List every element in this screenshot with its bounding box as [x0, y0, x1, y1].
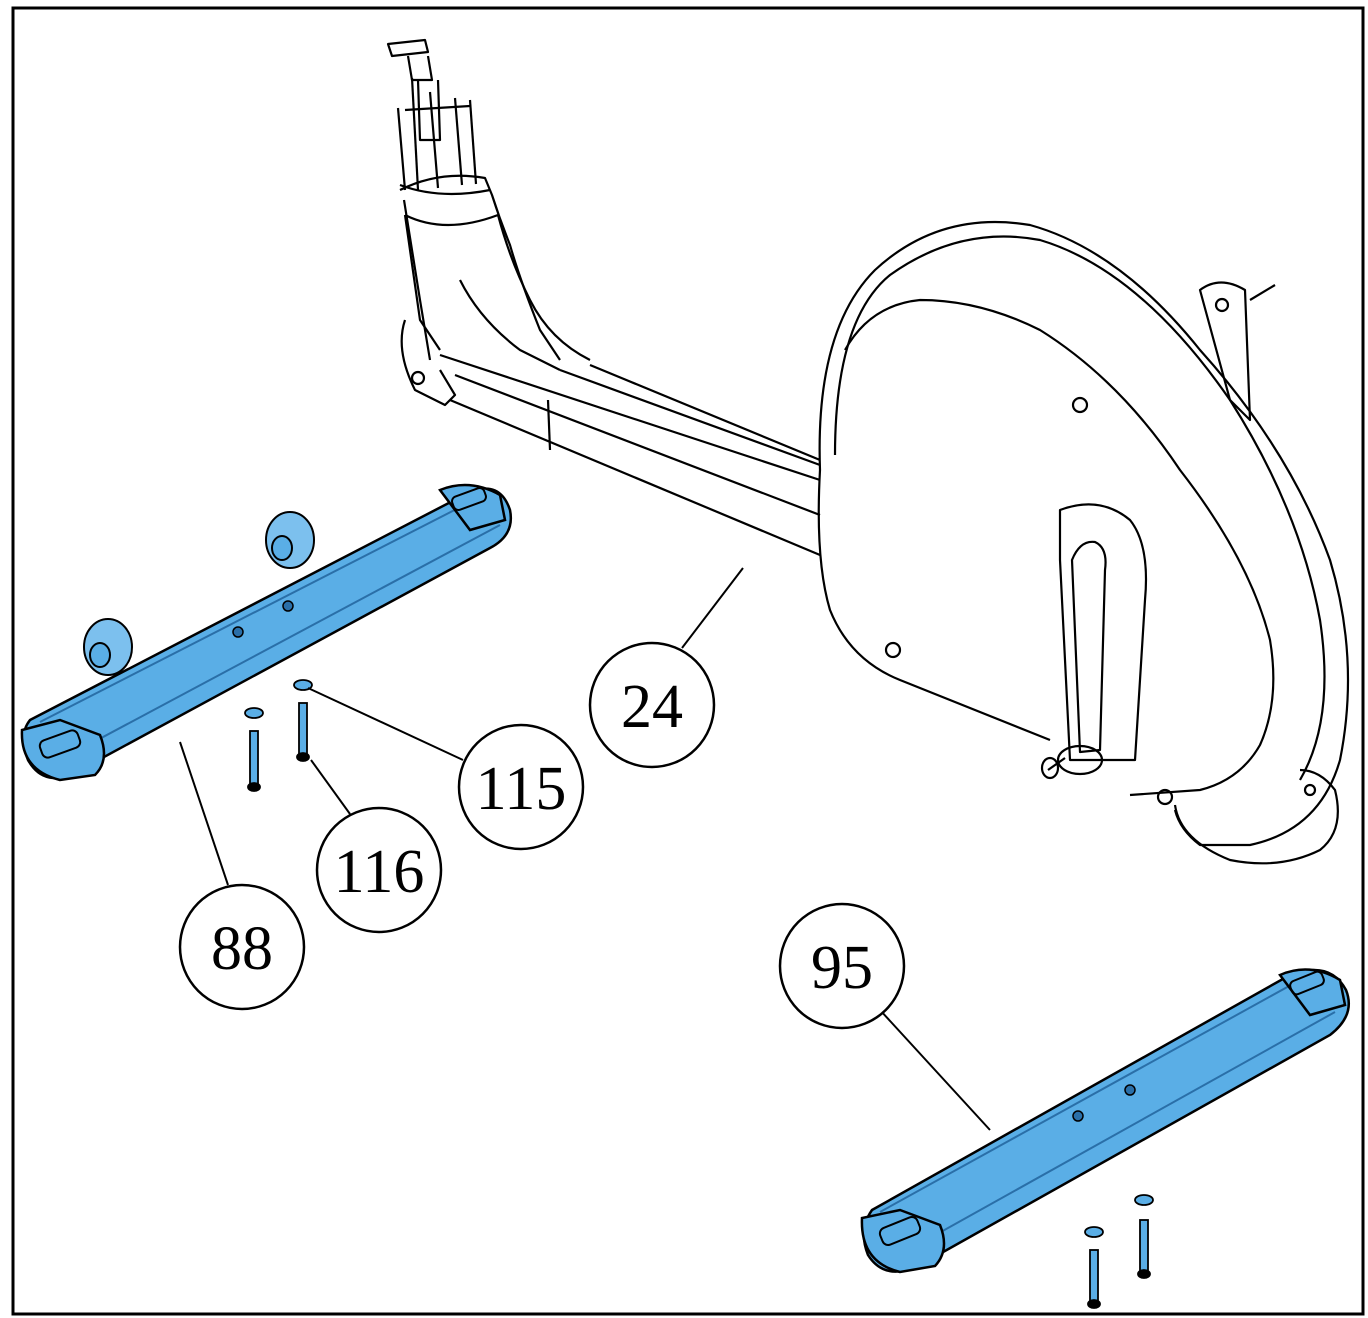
transport-wheel — [83, 511, 315, 676]
bolt-rear-2 — [1089, 1249, 1099, 1303]
rear-fasteners — [1084, 1194, 1154, 1309]
bolt-rear-1 — [1139, 1219, 1149, 1273]
diagram-border — [11, 6, 1365, 1316]
front-fasteners — [244, 679, 313, 792]
washer-front-2 — [244, 707, 264, 719]
callout-24: 24 — [588, 641, 716, 769]
callout-88: 88 — [178, 883, 306, 1011]
callout-label-95: 95 — [811, 934, 873, 1002]
washer-rear-2 — [1084, 1226, 1104, 1238]
callout-label-24: 24 — [621, 673, 683, 741]
rear-stabilizer-part — [860, 968, 1350, 1274]
callout-95: 95 — [778, 902, 906, 1030]
bolt-front-2 — [249, 730, 259, 786]
leader-lines — [179, 567, 991, 1131]
main-frame-part — [386, 38, 1350, 865]
callout-label-116: 116 — [334, 838, 425, 906]
washer-rear-1 — [1134, 1194, 1154, 1206]
callout-115: 115 — [457, 723, 585, 851]
callout-116: 116 — [315, 806, 443, 934]
bolt-front-1 — [298, 702, 308, 756]
callout-label-88: 88 — [211, 915, 273, 983]
washer-front-1 — [293, 679, 313, 691]
callout-label-115: 115 — [476, 755, 567, 823]
front-stabilizer-part — [20, 483, 513, 782]
